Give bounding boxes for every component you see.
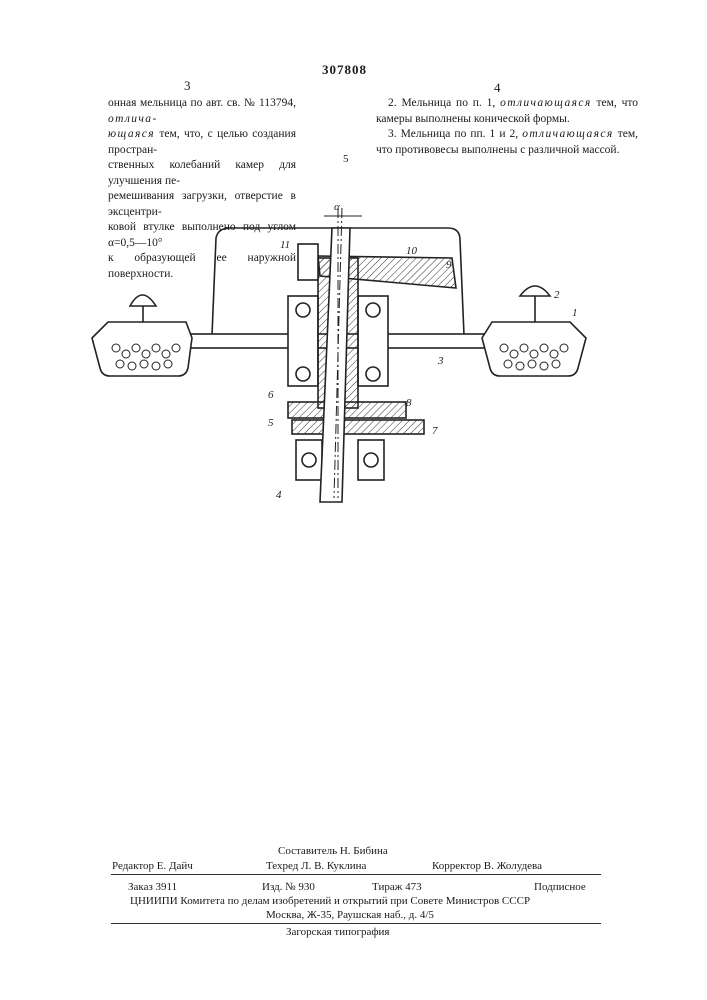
part-label: 8 — [406, 397, 412, 409]
part-label: 9 — [446, 259, 452, 271]
part-label: 11 — [280, 239, 290, 251]
printer: Загорская типография — [286, 925, 389, 940]
column-number-right: 4 — [494, 80, 501, 96]
part-label: 3 — [437, 355, 444, 367]
compiler: Составитель Н. Бибина — [278, 844, 388, 859]
part-label: 5 — [268, 417, 274, 429]
divider — [111, 923, 601, 924]
text-line: ственных колебаний камер для улучшения п… — [108, 158, 296, 189]
patent-number: 307808 — [322, 62, 367, 78]
part-label: 2 — [554, 289, 560, 301]
address: Москва, Ж-35, Раушская наб., д. 4/5 — [266, 908, 434, 923]
print-run: Тираж 473 — [372, 880, 422, 895]
part-label: 7 — [432, 425, 438, 437]
mill-drawing: α 1 2 3 4 5 6 7 8 9 10 11 — [80, 198, 620, 508]
angle-label: α — [334, 201, 340, 213]
techred: Техред Л. В. Куклина — [266, 859, 366, 874]
part-label: 10 — [406, 245, 418, 257]
line-marker: 5 — [343, 153, 349, 165]
edition: Изд. № 930 — [262, 880, 315, 895]
text-line: онная мельница по авт. св. № 113794, отл… — [108, 96, 296, 127]
organization: ЦНИИПИ Комитета по делам изобретений и о… — [130, 894, 530, 909]
corrector: Корректор В. Жолудева — [432, 859, 542, 874]
claim-2: 2. Мельница по п. 1, отличающаяся тем, ч… — [376, 96, 638, 127]
claim-3: 3. Мельница по пп. 1 и 2, отличающаяся т… — [376, 127, 638, 158]
divider — [111, 874, 601, 875]
editor: Редактор Е. Дайч — [112, 859, 193, 874]
part-label: 6 — [268, 389, 274, 401]
column-number-left: 3 — [184, 78, 191, 94]
part-label: 4 — [276, 489, 282, 501]
right-column-text: 2. Мельница по п. 1, отличающаяся тем, ч… — [376, 96, 638, 158]
order: Заказ 3911 — [128, 880, 177, 895]
subscription: Подписное — [534, 880, 586, 895]
part-label: 1 — [572, 307, 578, 319]
text-line: ющаяся тем, что, с целью создания простр… — [108, 127, 296, 158]
